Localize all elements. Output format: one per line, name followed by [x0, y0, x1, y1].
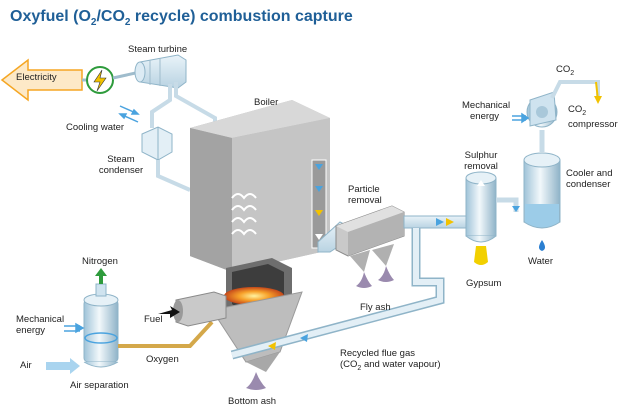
steam-turbine [134, 54, 187, 89]
label-fuel: Fuel [144, 314, 163, 325]
label-nitrogen: Nitrogen [82, 256, 118, 267]
sulphur-removal-tank [465, 171, 497, 265]
boiler [190, 100, 330, 372]
label-recycled-flue-gas: Recycled flue gas(CO2 and water vapour) [340, 348, 441, 372]
label-air: Air [20, 360, 32, 371]
recycle-loop [230, 228, 445, 360]
steam-condenser [141, 126, 173, 161]
lightning-icon [86, 66, 114, 94]
particle-removal-unit [335, 205, 405, 288]
label-cooling-water: Cooling water [66, 122, 125, 133]
co2-compressor [526, 91, 558, 128]
mech-energy-left-arrows [64, 322, 85, 334]
label-bottom-ash: Bottom ash [228, 396, 277, 407]
label-water: Water [528, 256, 553, 267]
cooling-water-arrows [118, 105, 140, 123]
label-steam-turbine: Steam turbine [128, 44, 188, 55]
mech-energy-compressor-arrows [512, 112, 530, 124]
label-gypsum: Gypsum [466, 278, 502, 289]
label-fly-ash: Fly ash [360, 302, 391, 313]
cooler-condenser-tank [523, 152, 561, 229]
page-title: Oxyfuel (O2/CO2 recycle) combustion capt… [10, 8, 353, 29]
bottom-ash [246, 372, 266, 390]
label-air-separation: Air separation [70, 380, 129, 391]
label-oxygen: Oxygen [146, 354, 179, 365]
water-drop-icon [539, 240, 545, 251]
air-separation-unit [83, 283, 119, 368]
nitrogen-arrow-icon [95, 268, 107, 284]
air-arrow [46, 358, 80, 374]
label-boiler: Boiler [254, 97, 279, 108]
label-electricity: Electricity [16, 72, 57, 83]
fuel-burner [173, 291, 227, 327]
label-co2-output: CO2 [556, 64, 575, 77]
